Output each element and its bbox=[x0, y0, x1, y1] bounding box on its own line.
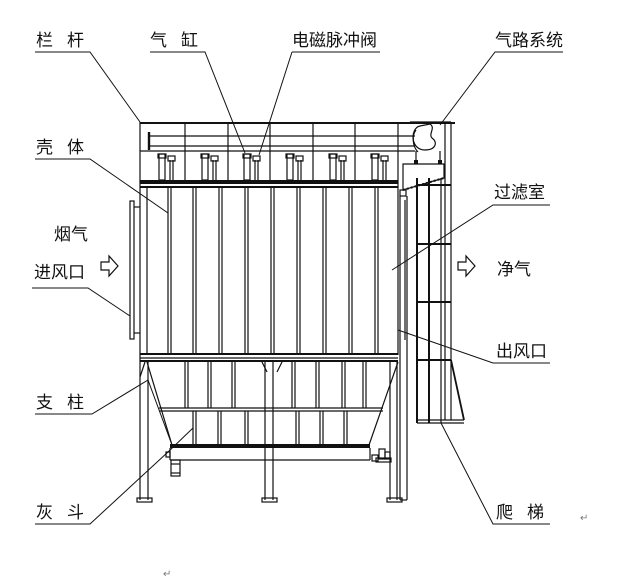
filter-bags bbox=[167, 188, 379, 353]
label-ash-hopper: 灰斗 bbox=[36, 503, 98, 523]
railing bbox=[139, 122, 455, 180]
label-support-column: 支柱 bbox=[36, 393, 98, 413]
air-system bbox=[402, 121, 452, 420]
cylinder-cap bbox=[200, 153, 210, 159]
support-legs bbox=[136, 355, 403, 503]
leader-lines bbox=[32, 51, 563, 525]
pulse-valve-head bbox=[380, 155, 389, 162]
ladder bbox=[416, 178, 465, 424]
shell bbox=[139, 180, 399, 355]
cylinder-cap bbox=[242, 153, 252, 159]
pulse-valve-head bbox=[338, 155, 347, 162]
paragraph-mark: ↵ bbox=[163, 569, 172, 580]
cylinder-cap bbox=[328, 153, 338, 159]
inlet-flange bbox=[129, 200, 140, 340]
outlet-duct bbox=[399, 189, 408, 501]
paragraph-mark: ↵ bbox=[580, 513, 589, 524]
label-shell: 壳体 bbox=[36, 138, 98, 158]
cylinder-cap bbox=[285, 153, 295, 159]
label-filter-chamber: 过滤室 bbox=[494, 183, 545, 203]
cylinder-cap bbox=[157, 153, 167, 159]
label-air-system: 气路系统 bbox=[495, 31, 563, 51]
screw-conveyor-motor-left bbox=[165, 451, 181, 477]
label-cylinder: 气缸 bbox=[150, 31, 212, 51]
screw-conveyor-motor-right bbox=[371, 448, 392, 463]
cylinder-cap bbox=[370, 153, 380, 159]
label-inlet: 进风口 bbox=[34, 263, 85, 283]
cylinder-valve-row bbox=[157, 153, 389, 181]
shell-bottom-band bbox=[140, 353, 398, 362]
pulse-valve-head bbox=[167, 155, 176, 162]
inlet-arrow-icon bbox=[100, 254, 119, 278]
label-outlet: 出风口 bbox=[496, 342, 547, 362]
label-clean-gas: 净气 bbox=[497, 260, 531, 280]
label-ladder: 爬梯 bbox=[496, 503, 558, 523]
pulse-valve-head bbox=[295, 155, 304, 162]
pulse-valve-head bbox=[252, 155, 261, 162]
label-flue-gas: 烟气 bbox=[54, 225, 88, 245]
label-pulse-valve: 电磁脉冲阀 bbox=[292, 31, 377, 51]
ash-hopper bbox=[139, 361, 399, 461]
label-railing: 栏杆 bbox=[36, 31, 98, 51]
pulse-valve-head bbox=[210, 155, 219, 162]
outlet-arrow-icon bbox=[457, 254, 476, 278]
